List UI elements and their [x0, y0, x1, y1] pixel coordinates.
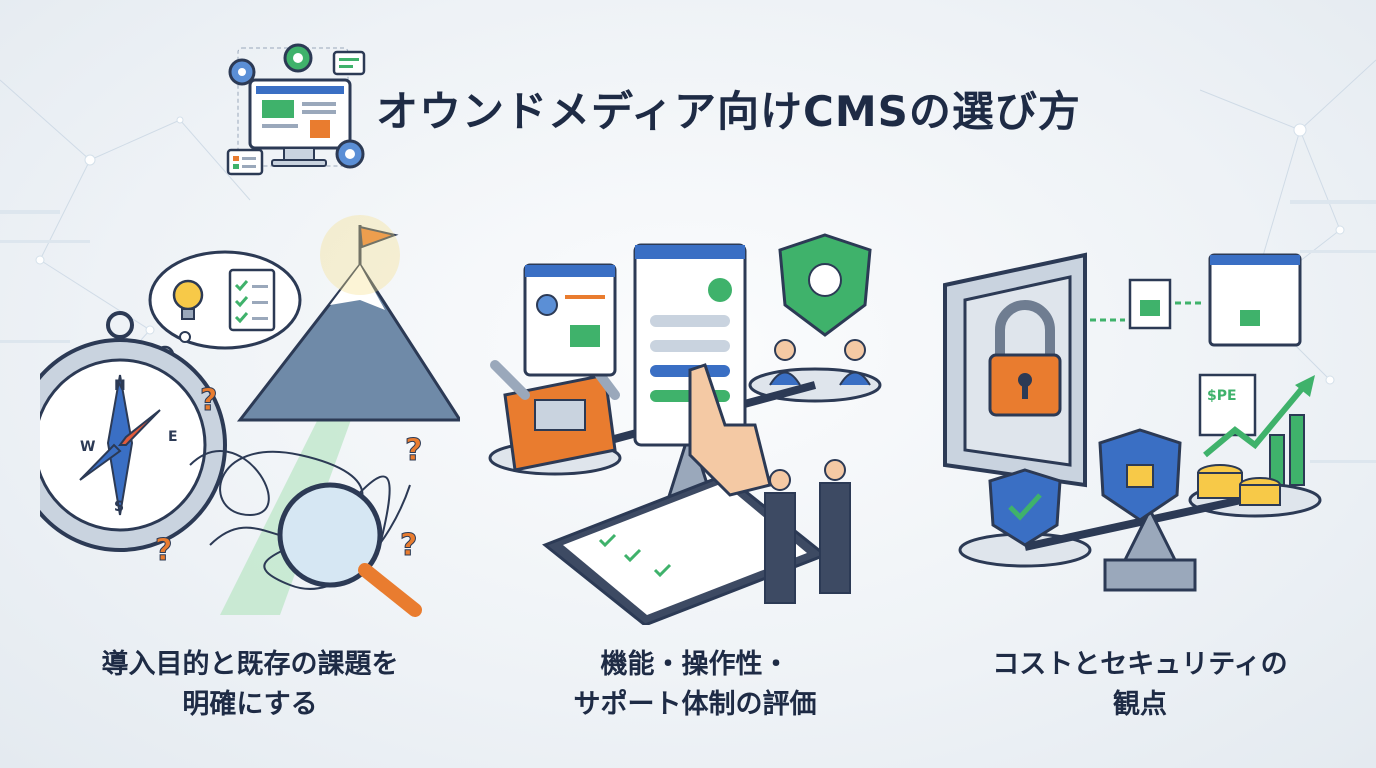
config-screen-icon [633, 243, 747, 447]
page-title: オウンドメディア向けCMSの選び方 [376, 87, 1081, 136]
toolbox-icon [490, 350, 620, 472]
cms-monitor-icon [226, 43, 366, 176]
pointing-hand-icon [688, 363, 772, 497]
caption-cost-security-line1: コストとセキュリティの [992, 649, 1288, 680]
check-shield-icon [988, 468, 1062, 547]
caption-features-line1: 機能・操作性・ [600, 649, 790, 680]
svg-text:?: ? [405, 433, 422, 468]
settings-screen-icon [523, 263, 617, 377]
svg-text:S: S [114, 499, 124, 515]
svg-text:W: W [80, 439, 95, 455]
svg-text:?: ? [155, 533, 172, 568]
document-lock-icon [1090, 253, 1302, 347]
growth-chart-icon: $PE [1198, 373, 1315, 486]
svg-text:N: N [114, 378, 126, 394]
panel-cost-security: $PE [935, 215, 1345, 625]
panel-features [485, 215, 905, 627]
handshake-icon [764, 339, 871, 604]
support-shield-icon [778, 233, 872, 337]
coins-icon [1197, 464, 1281, 506]
padlock-icon [988, 300, 1062, 417]
chart-label: $PE [1207, 388, 1237, 404]
caption-goals-line2: 明確にする [182, 689, 318, 720]
thought-bubble-icon [148, 250, 302, 365]
caption-cost-security: コストとセキュリティの 観点 [935, 645, 1345, 725]
caption-goals: 導入目的と既存の課題を 明確にする [40, 645, 460, 725]
security-shield-icon [1098, 428, 1182, 522]
magnifier-icon [277, 482, 422, 617]
question-mark-icon: ? ? ? ? [155, 383, 423, 569]
caption-cost-security-line2: 観点 [1113, 689, 1167, 720]
caption-features: 機能・操作性・ サポート体制の評価 [485, 645, 905, 725]
svg-text:?: ? [400, 528, 417, 563]
compass-icon: N S W E [13, 311, 227, 552]
caption-goals-line1: 導入目的と既存の課題を [101, 649, 399, 680]
svg-text:E: E [168, 429, 178, 445]
caption-features-line2: サポート体制の評価 [573, 689, 817, 720]
mountain-flag-icon [236, 215, 463, 422]
panel-goals: N S W E ? ? ? ? [13, 215, 463, 625]
svg-text:?: ? [200, 383, 217, 418]
